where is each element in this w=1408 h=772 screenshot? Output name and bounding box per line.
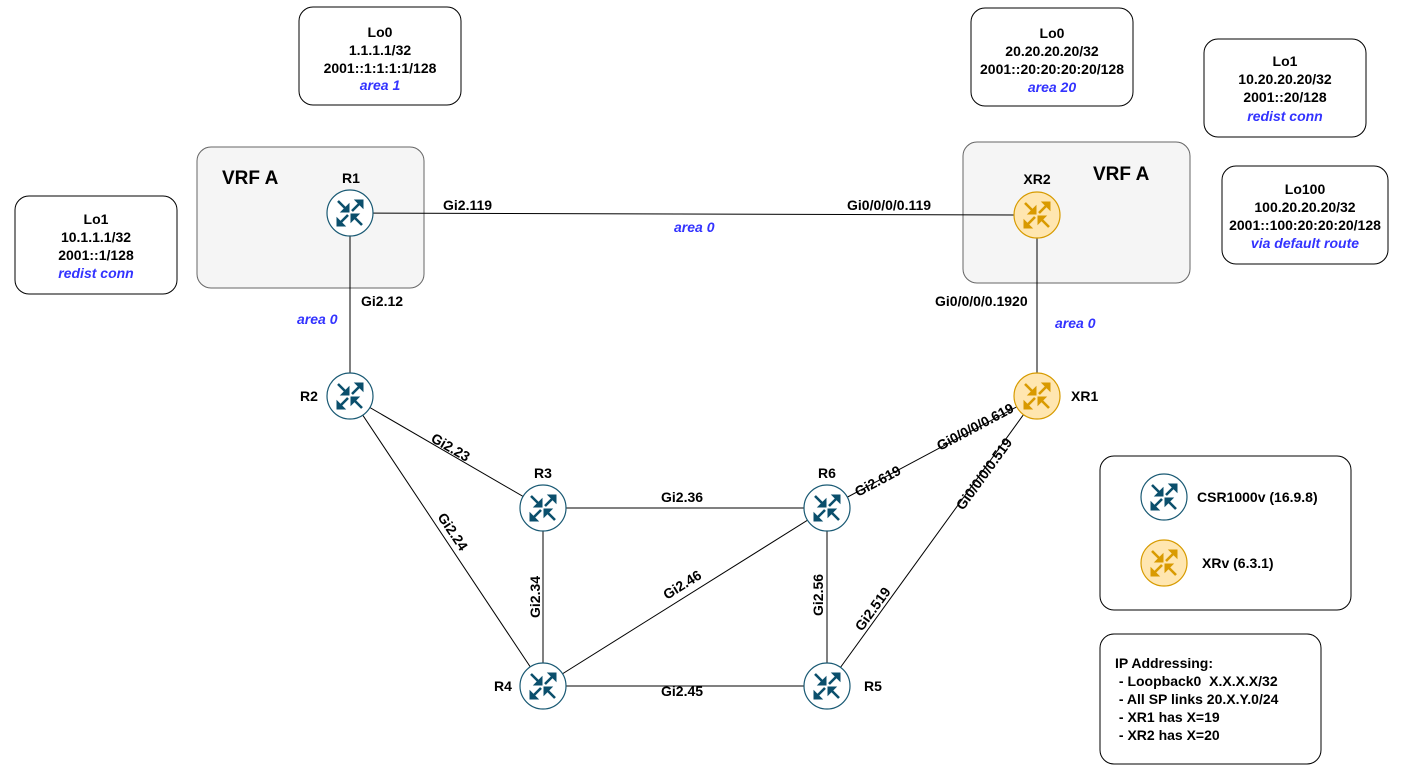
link-r2-r3: [349, 395, 544, 509]
r1-lo1-note: redist conn: [58, 265, 133, 281]
link-r4-r6: [542, 507, 828, 687]
csr-router-icon: [326, 189, 374, 237]
ip-addressing-title: IP Addressing:: [1115, 655, 1213, 671]
xr2-lo1-box: Lo1 10.20.20.20/32 2001::20/128 redist c…: [1203, 38, 1367, 138]
legend-csr-icon: [1140, 473, 1188, 521]
ip-addressing-line: - XR2 has X=20: [1115, 727, 1220, 743]
link-r6-xr1: [826, 395, 1038, 509]
xr2-lo0-box: Lo0 20.20.20.20/32 2001::20:20:20:20/128…: [970, 7, 1134, 107]
link-r2-r4: [349, 395, 544, 687]
xr2-lo1-note: redist conn: [1247, 108, 1322, 124]
xr2-lo1-ipv4: 10.20.20.20/32: [1238, 71, 1332, 87]
router-xr2-label: XR2: [1023, 171, 1050, 187]
r1-lo1-title: Lo1: [84, 211, 109, 227]
router-r5-label: R5: [864, 678, 882, 694]
router-xr1[interactable]: XR1: [1013, 372, 1098, 420]
vrf-a-left-container: [196, 146, 425, 289]
xr2-lo1-title: Lo1: [1273, 53, 1298, 69]
r1-lo0-box: Lo0 1.1.1.1/32 2001::1:1:1:1/128 area 1: [298, 6, 462, 106]
label-r1-r2: Gi2.12: [361, 293, 403, 309]
router-r6[interactable]: R6: [803, 465, 851, 532]
router-xr1-label: XR1: [1071, 388, 1098, 404]
router-r3[interactable]: R3: [519, 465, 567, 532]
vrf-a-right-container: [962, 141, 1191, 284]
links: [349, 212, 1038, 687]
csr-router-icon: [326, 372, 374, 420]
xr2-lo100-box: Lo100 100.20.20.20/32 2001::100:20:20:20…: [1221, 165, 1389, 265]
label-xr2-xr1-area: area 0: [1055, 315, 1096, 331]
router-r2-label: R2: [300, 388, 318, 404]
ip-addressing-line: - Loopback0 X.X.X.X/32: [1115, 673, 1278, 689]
legend-xrv-icon: [1140, 539, 1188, 587]
r1-lo0-title: Lo0: [368, 24, 393, 40]
label-r6-r5: Gi2.56: [810, 574, 826, 616]
router-xr2[interactable]: XR2: [1013, 171, 1061, 239]
router-r1[interactable]: R1: [326, 170, 374, 237]
vrf-a-left-label: VRF A: [222, 168, 279, 189]
r1-lo0-ipv4: 1.1.1.1/32: [349, 42, 411, 58]
xr2-lo0-ipv6: 2001::20:20:20:20/128: [980, 61, 1124, 77]
xr2-lo1-ipv6: 2001::20/128: [1243, 89, 1327, 105]
r1-lo0-area: area 1: [360, 77, 401, 93]
label-r1-xr2-a: Gi2.119: [443, 197, 492, 213]
r1-lo1-box: Lo1 10.1.1.1/32 2001::1/128 redist conn: [14, 195, 178, 295]
link-r1-xr2: [349, 212, 1038, 216]
vrf-a-right-label: VRF A: [1093, 164, 1150, 185]
xr2-lo0-ipv4: 20.20.20.20/32: [1005, 43, 1099, 59]
router-r4-label: R4: [494, 678, 512, 694]
xr2-lo0-title: Lo0: [1040, 25, 1065, 41]
csr-router-icon: [803, 484, 851, 532]
r1-lo0-ipv6: 2001::1:1:1:1/128: [324, 60, 437, 76]
xr2-lo100-note: via default route: [1251, 235, 1359, 251]
label-r5-xr1-a: Gi2.519: [851, 584, 893, 634]
xr2-lo100-ipv4: 100.20.20.20/32: [1254, 199, 1355, 215]
xr2-lo100-ipv6: 2001::100:20:20:20/128: [1229, 217, 1381, 233]
csr-router-icon: [519, 484, 567, 532]
router-r6-label: R6: [818, 465, 836, 481]
csr-router-icon: [519, 662, 567, 710]
xrv-router-icon: [1013, 191, 1061, 239]
ip-addressing-box: IP Addressing: - Loopback0 X.X.X.X/32 - …: [1099, 633, 1322, 765]
label-r2-r3: Gi2.23: [429, 430, 474, 465]
ip-addressing-line: - XR1 has X=19: [1115, 709, 1220, 725]
label-xr2-xr1: Gi0/0/0/0.1920: [935, 293, 1028, 309]
r1-lo1-ipv6: 2001::1/128: [58, 247, 134, 263]
router-r2[interactable]: R2: [300, 372, 374, 420]
label-r1-xr2-b: Gi0/0/0/0.119: [847, 197, 931, 213]
xr2-lo100-title: Lo100: [1285, 181, 1326, 197]
router-r4[interactable]: R4: [494, 662, 567, 710]
legend-xrv-label: XRv (6.3.1): [1202, 555, 1274, 571]
xr2-lo0-area: area 20: [1028, 79, 1076, 95]
label-r4-r5: Gi2.45: [661, 683, 703, 699]
label-r6-xr1-a: Gi2.619: [852, 462, 904, 500]
label-r3-r6: Gi2.36: [661, 489, 703, 505]
xrv-router-icon: [1013, 372, 1061, 420]
link-r5-xr1: [826, 395, 1038, 687]
router-r1-label: R1: [342, 170, 360, 186]
label-r1-xr2-area: area 0: [674, 219, 715, 235]
label-r5-xr1-b: Gi0/0/0/0.519: [952, 435, 1015, 513]
ip-addressing-line: - All SP links 20.X.Y.0/24: [1115, 691, 1279, 707]
legend-csr-label: CSR1000v (16.9.8): [1197, 489, 1318, 505]
router-r3-label: R3: [534, 465, 552, 481]
label-r3-r4: Gi2.34: [527, 576, 543, 618]
legend-box: CSR1000v (16.9.8) XRv (6.3.1): [1099, 455, 1352, 611]
csr-router-icon: [803, 662, 851, 710]
label-r1-r2-area: area 0: [297, 311, 338, 327]
label-r4-r6: Gi2.46: [660, 567, 704, 603]
router-r5[interactable]: R5: [803, 662, 882, 710]
r1-lo1-ipv4: 10.1.1.1/32: [61, 229, 131, 245]
